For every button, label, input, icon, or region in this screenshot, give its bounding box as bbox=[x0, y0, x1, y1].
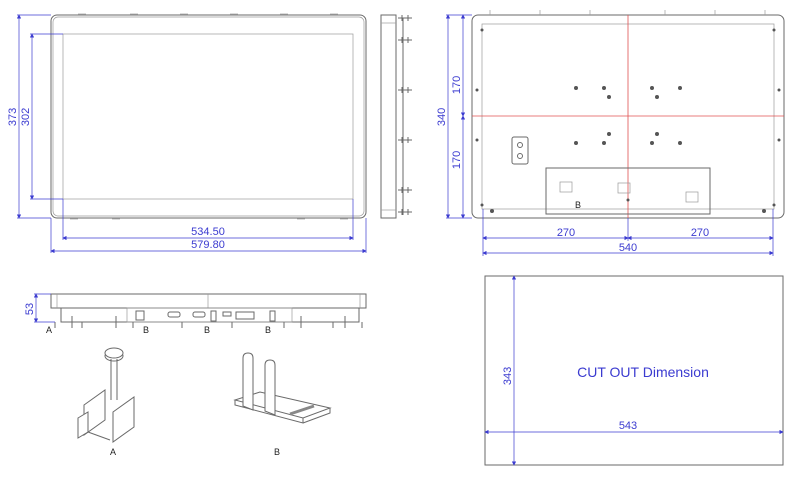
side-view bbox=[380, 14, 412, 219]
bracket-a-label: A bbox=[110, 447, 116, 457]
front-bezel bbox=[50, 14, 367, 219]
rear-view: B 340 170 170 270 270 540 bbox=[436, 10, 785, 256]
dim-right-half: 270 bbox=[691, 227, 709, 239]
dim-display-height: 302 bbox=[20, 108, 32, 126]
bottom-label-b2: B bbox=[204, 325, 210, 335]
dim-left-half: 270 bbox=[557, 227, 575, 239]
display-area bbox=[62, 33, 354, 200]
front-view: 373 302 534.50 579.80 bbox=[7, 13, 367, 254]
bracket-b-label: B bbox=[274, 447, 280, 457]
dim-depth: 53 bbox=[24, 303, 36, 315]
cutout-view: 343 543 CUT OUT Dimension bbox=[484, 275, 784, 466]
cutout-outline bbox=[484, 275, 784, 466]
bottom-label-b3: B bbox=[265, 325, 271, 335]
bottom-label-a: A bbox=[46, 325, 52, 335]
rear-bracket-label: B bbox=[575, 200, 581, 210]
bracket-b bbox=[233, 352, 332, 424]
dim-cutout-height: 343 bbox=[502, 367, 514, 385]
bottom-label-b1: B bbox=[143, 325, 149, 335]
dim-overall-height: 373 bbox=[7, 108, 19, 126]
dim-overall-width: 579.80 bbox=[191, 239, 225, 251]
dim-display-width: 534.50 bbox=[191, 226, 225, 238]
bracket-a bbox=[77, 347, 135, 443]
dim-mount-width: 540 bbox=[619, 242, 637, 254]
bottom-view: 53 A B B B bbox=[24, 293, 367, 335]
dim-upper-half: 170 bbox=[451, 76, 463, 94]
dim-mount-height: 340 bbox=[436, 108, 448, 126]
dim-cutout-width: 543 bbox=[619, 420, 637, 432]
dim-lower-half: 170 bbox=[451, 151, 463, 169]
io-box bbox=[545, 167, 711, 215]
cutout-title: CUT OUT Dimension bbox=[577, 364, 709, 380]
